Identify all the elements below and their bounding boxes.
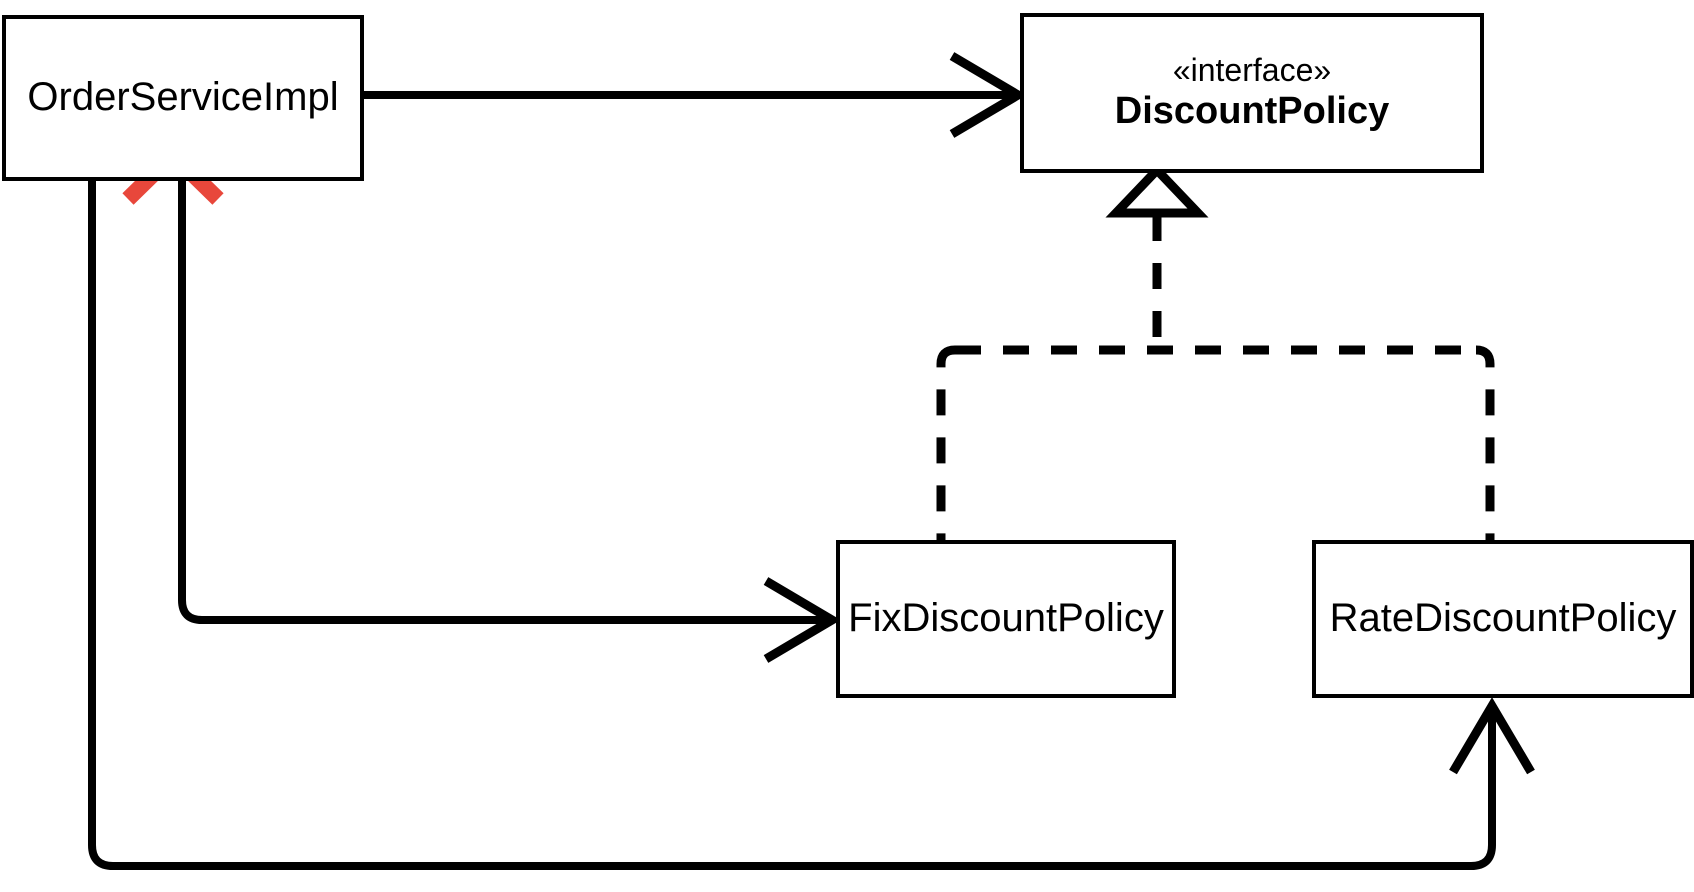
- realization-branch-rate: [1475, 345, 1495, 540]
- realization-branch-fix: [936, 345, 956, 540]
- class-node-rate-discount-policy[interactable]: RateDiscountPolicy: [1312, 540, 1694, 698]
- edge-orderservice-to-ratediscountpolicy: [88, 181, 1535, 870]
- hollow-triangle-arrowhead-icon: [1105, 163, 1209, 218]
- interface-node-discount-policy[interactable]: «interface» DiscountPolicy: [1020, 13, 1484, 173]
- open-arrowhead-icon: [763, 577, 841, 663]
- class-label-rate-discount-policy: RateDiscountPolicy: [1329, 596, 1677, 641]
- interface-label-discount-policy: DiscountPolicy: [1114, 90, 1390, 133]
- edge-orderservice-to-discountpolicy: [364, 52, 1027, 138]
- class-node-fix-discount-policy[interactable]: FixDiscountPolicy: [836, 540, 1176, 698]
- class-label-fix-discount-policy: FixDiscountPolicy: [848, 596, 1164, 641]
- edge-realizations-to-discountpolicy: [936, 163, 1495, 540]
- open-arrowhead-icon: [1449, 697, 1535, 775]
- open-arrowhead-icon: [949, 52, 1027, 138]
- stereotype-label-interface: «interface»: [1172, 51, 1332, 88]
- edge-line: [88, 181, 1496, 870]
- class-node-order-service-impl[interactable]: OrderServiceImpl: [2, 15, 364, 181]
- class-label-order-service-impl: OrderServiceImpl: [27, 75, 339, 120]
- edge-orderservice-to-fixdiscountpolicy: [178, 181, 841, 663]
- edge-line: [178, 181, 826, 624]
